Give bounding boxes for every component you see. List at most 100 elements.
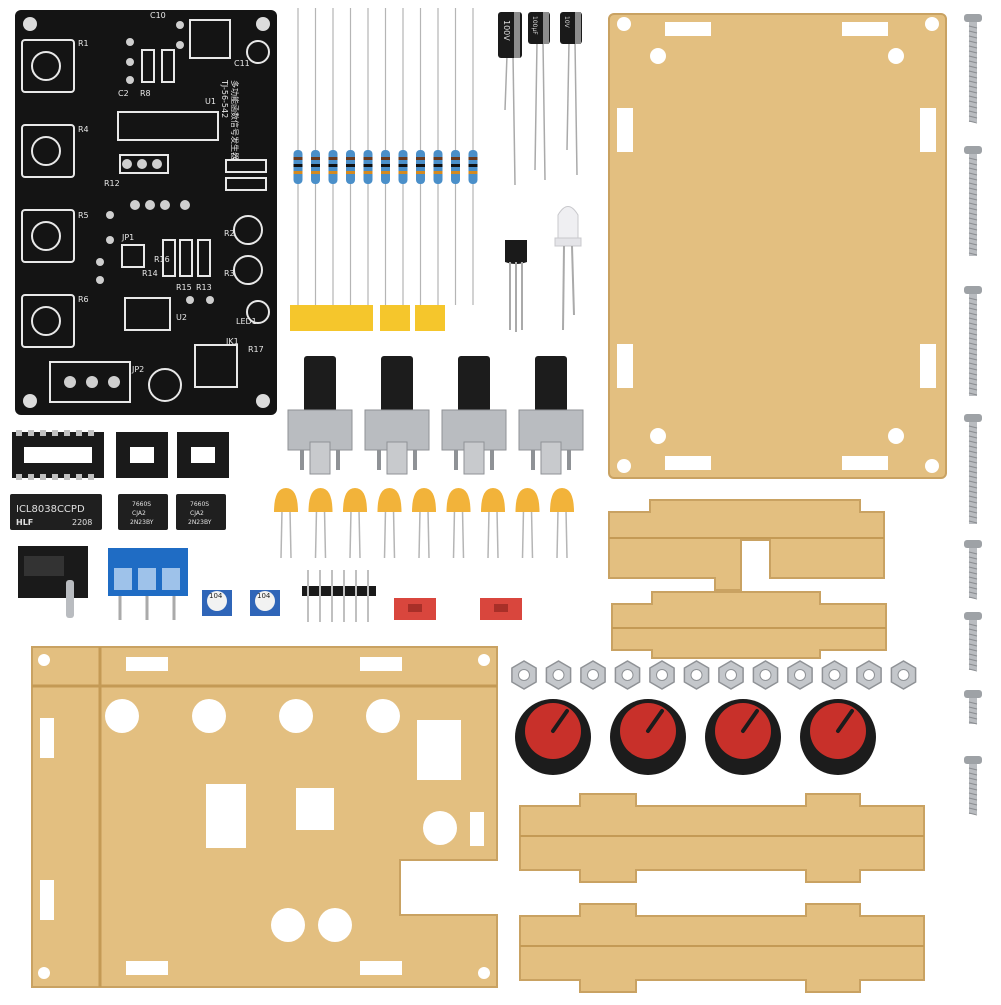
label-u2: U2 — [176, 313, 187, 322]
knob-group — [515, 699, 876, 775]
potentiometer — [441, 356, 507, 475]
ceramic-capacitor — [515, 488, 540, 559]
hex-nut — [649, 660, 675, 690]
hex-nut — [718, 660, 744, 690]
hex-nut — [856, 660, 882, 690]
trimpot2-label: 104 — [257, 592, 271, 600]
resistor — [381, 8, 390, 305]
label-c11: C11 — [234, 59, 250, 68]
chip-opamp2-line3: 2N23BY — [188, 519, 212, 526]
trimpots: 104 104 — [202, 590, 280, 616]
hex-nut — [683, 660, 710, 690]
hex-nut — [580, 660, 606, 690]
screw — [964, 286, 982, 396]
cap2-label: 100μF — [531, 16, 538, 35]
ceramic-capacitor — [274, 488, 298, 559]
hex-nut — [752, 660, 779, 690]
ceramic-capacitor — [377, 488, 402, 559]
label-c10: C10 — [150, 11, 166, 20]
label-r14: R14 — [142, 269, 158, 278]
resistor — [363, 8, 373, 305]
chip-opamp2-line1: 7660S — [190, 501, 209, 508]
screw — [964, 14, 982, 124]
knob — [705, 699, 781, 775]
label-r12: R12 — [104, 179, 120, 188]
label-r13: R13 — [196, 283, 212, 292]
resistor — [328, 8, 338, 305]
hex-nut — [545, 660, 572, 690]
label-r5: R5 — [78, 211, 89, 220]
potentiometer-group — [287, 356, 584, 475]
acrylic-bar-1 — [519, 793, 925, 883]
acrylic-top-panel — [608, 13, 947, 479]
ceramic-capacitor — [308, 488, 333, 559]
pcb-board: C10 C11 C2 R4 R5 R6 R1 R2 R3 R8 R12 R13 … — [15, 10, 277, 415]
pcb-title: 多功能函数信号发生器 — [230, 80, 240, 160]
resistor — [451, 8, 460, 305]
ic-sockets — [12, 430, 229, 480]
ic-chips: ICL8038CCPD HLF 2208 7660S CJA2 2N23BY 7… — [10, 494, 226, 530]
ceramic-capacitor — [343, 488, 367, 559]
ceramic-capacitor — [481, 488, 505, 559]
tape-strips — [290, 305, 445, 331]
ceramic-capacitor — [446, 488, 471, 559]
led — [554, 206, 582, 331]
cap1-label: 100V — [502, 20, 511, 41]
label-u1: U1 — [205, 97, 216, 106]
resistor-group — [293, 8, 478, 305]
chip-main-line1: ICL8038CCPD — [16, 504, 85, 515]
label-jp1: JP1 — [121, 233, 134, 242]
chip-main-line2: 2208 — [72, 518, 92, 527]
label-jp2: JP2 — [131, 365, 144, 374]
potentiometer — [287, 356, 353, 475]
acrylic-side-piece-1 — [608, 499, 885, 591]
label-led1: LED1 — [236, 317, 257, 326]
label-r8: R8 — [140, 89, 151, 98]
potentiometer — [364, 356, 430, 475]
ceramic-capacitor — [550, 488, 574, 559]
resistor — [398, 8, 408, 305]
hex-nut — [614, 660, 641, 690]
knob — [800, 699, 876, 775]
resistor — [311, 8, 320, 305]
label-r17: R17 — [248, 345, 264, 354]
ceramic-capacitor — [412, 488, 436, 559]
knob — [515, 699, 591, 775]
terminal-block — [108, 548, 188, 620]
chip-main-logo: HLF — [16, 518, 33, 527]
label-c2: C2 — [118, 89, 129, 98]
ceramic-capacitor-group — [274, 488, 574, 559]
screw — [964, 146, 982, 256]
acrylic-bottom-panel — [31, 646, 498, 988]
resistor — [293, 8, 303, 305]
resistor — [346, 8, 355, 305]
label-r4: R4 — [78, 125, 89, 134]
label-jk1: JK1 — [225, 337, 239, 346]
label-r2: R2 — [224, 229, 235, 238]
hex-nut — [890, 660, 917, 690]
resistor — [416, 8, 425, 305]
hex-nut — [821, 660, 848, 690]
pcb-model: TJ-56-542 — [220, 79, 229, 118]
resistor — [468, 8, 478, 305]
screw — [964, 690, 982, 725]
hex-nut — [511, 660, 537, 690]
screw-group — [964, 14, 982, 816]
cap3-label: 10V — [563, 16, 570, 29]
acrylic-bar-2 — [519, 903, 925, 993]
label-r6: R6 — [78, 295, 89, 304]
chip-opamp1-line2: CJA2 — [132, 510, 146, 517]
jumper-caps — [394, 598, 522, 620]
screw — [964, 414, 982, 524]
trimpot1-label: 104 — [209, 592, 223, 600]
label-r3: R3 — [224, 269, 235, 278]
chip-opamp1-line3: 2N23BY — [130, 519, 154, 526]
electrolytic-capacitors: 100V 100μF 10V — [498, 12, 582, 186]
resistor — [433, 8, 443, 305]
potentiometer — [518, 356, 584, 475]
label-r15: R15 — [176, 283, 192, 292]
screw — [964, 612, 982, 672]
screw — [964, 540, 982, 600]
